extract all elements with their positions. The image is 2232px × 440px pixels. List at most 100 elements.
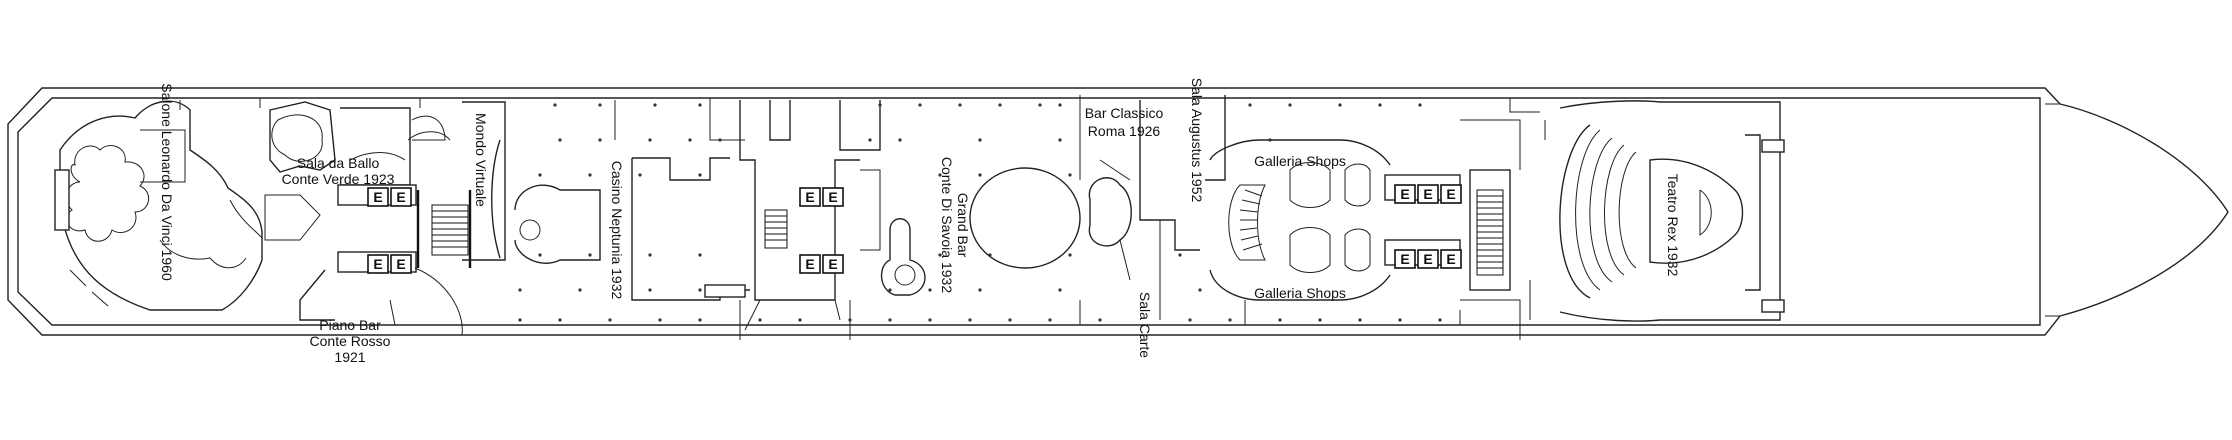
stairs-icon: [764, 209, 788, 249]
salone-leonardo-area: [54, 100, 263, 311]
column-dot: [1228, 318, 1232, 322]
column-dot: [698, 173, 702, 177]
column-dot: [898, 138, 902, 142]
column-dot: [608, 318, 612, 322]
column-dot: [1178, 253, 1182, 257]
svg-text:E: E: [373, 189, 382, 205]
ship-hull: [7, 87, 2229, 336]
piano-bar-label-2: Conte Rosso: [310, 333, 391, 349]
sala-augustus-label: Sala Augustus 1952: [1189, 78, 1205, 203]
column-dot: [518, 288, 522, 292]
column-dot: [578, 288, 582, 292]
column-dot: [1058, 103, 1062, 107]
column-dot: [978, 138, 982, 142]
column-dot: [888, 288, 892, 292]
column-dot: [1278, 318, 1282, 322]
column-dot: [698, 288, 702, 292]
central-lounge: [969, 95, 1132, 281]
column-dot: [988, 253, 992, 257]
svg-text:E: E: [1400, 251, 1409, 267]
column-dot: [1058, 288, 1062, 292]
column-dot: [1058, 138, 1062, 142]
column-dot: [938, 253, 942, 257]
sala-da-ballo-label-2: Conte Verde 1923: [282, 171, 395, 187]
galleria-shops-bottom-label: Galleria Shops: [1254, 285, 1346, 301]
column-dot: [928, 288, 932, 292]
piano-bar-label-1: Piano Bar: [319, 317, 381, 333]
svg-text:E: E: [373, 256, 382, 272]
stairs-icon: [431, 204, 469, 256]
grand-bar-label-2: Conte Di Savoia 1932: [939, 157, 955, 293]
elevator-icon: E: [1440, 184, 1462, 204]
shop-pods: [1289, 162, 1371, 273]
elevator-icon: E: [799, 187, 821, 207]
column-dot: [1378, 103, 1382, 107]
svg-text:E: E: [805, 189, 814, 205]
bar-classico-label-2: Roma 1926: [1088, 123, 1161, 139]
column-dot: [638, 173, 642, 177]
column-dot: [553, 103, 557, 107]
column-dot: [888, 318, 892, 322]
column-dot: [1398, 318, 1402, 322]
column-dot: [798, 318, 802, 322]
elevator-icon: E: [390, 254, 412, 274]
svg-text:E: E: [1423, 186, 1432, 202]
column-dot: [1098, 318, 1102, 322]
column-dot: [558, 318, 562, 322]
column-dot: [538, 173, 542, 177]
elevator-icon: E: [822, 187, 844, 207]
column-dot: [698, 253, 702, 257]
sala-augustus-area: [1139, 95, 1226, 320]
column-dot: [658, 318, 662, 322]
column-dot: [1418, 103, 1422, 107]
svg-text:E: E: [1446, 251, 1455, 267]
svg-text:E: E: [396, 256, 405, 272]
column-dot: [1338, 103, 1342, 107]
piano-bar-area: [299, 267, 463, 336]
column-dot: [958, 103, 962, 107]
grand-bar-label-1: Grand Bar: [955, 193, 971, 258]
grand-bar-core: [704, 100, 926, 340]
column-dot: [928, 318, 932, 322]
column-dot: [1248, 103, 1252, 107]
column-dot: [758, 318, 762, 322]
svg-text:E: E: [1423, 251, 1432, 267]
column-dot: [1268, 138, 1272, 142]
casino-neptunia-area: [514, 157, 750, 301]
mondo-virtuale-area: [411, 101, 506, 261]
column-dot: [1048, 318, 1052, 322]
column-dot: [938, 173, 942, 177]
column-dot: [688, 138, 692, 142]
column-dot: [1438, 318, 1442, 322]
svg-text:E: E: [1446, 186, 1455, 202]
svg-text:E: E: [828, 256, 837, 272]
column-dot: [558, 138, 562, 142]
casino-neptunia-label: Casino Neptunia 1932: [609, 161, 625, 300]
sala-carte-label: Sala Carte: [1137, 292, 1153, 358]
sala-da-ballo-area: [264, 101, 451, 241]
column-dot: [1008, 318, 1012, 322]
partitions: [179, 98, 1540, 325]
column-dot: [588, 173, 592, 177]
column-dot: [978, 288, 982, 292]
galleria-shops-top-label: Galleria Shops: [1254, 153, 1346, 169]
teatro-rex-area: [1529, 100, 1785, 322]
column-markers: [518, 103, 1442, 322]
column-dot: [598, 103, 602, 107]
stairs-icon: [1476, 189, 1504, 276]
column-dot: [648, 138, 652, 142]
column-dot: [698, 318, 702, 322]
column-dot: [998, 103, 1002, 107]
mondo-virtuale-label: Mondo Virtuale: [473, 113, 489, 207]
svg-text:E: E: [396, 189, 405, 205]
column-dot: [1068, 253, 1072, 257]
column-dot: [868, 138, 872, 142]
column-dot: [1358, 318, 1362, 322]
column-dot: [588, 253, 592, 257]
teatro-rex-label: Teatro Rex 1932: [1665, 174, 1681, 277]
elevator-icon: E: [367, 187, 389, 207]
column-dot: [978, 173, 982, 177]
column-dot: [1038, 103, 1042, 107]
column-dot: [1068, 173, 1072, 177]
